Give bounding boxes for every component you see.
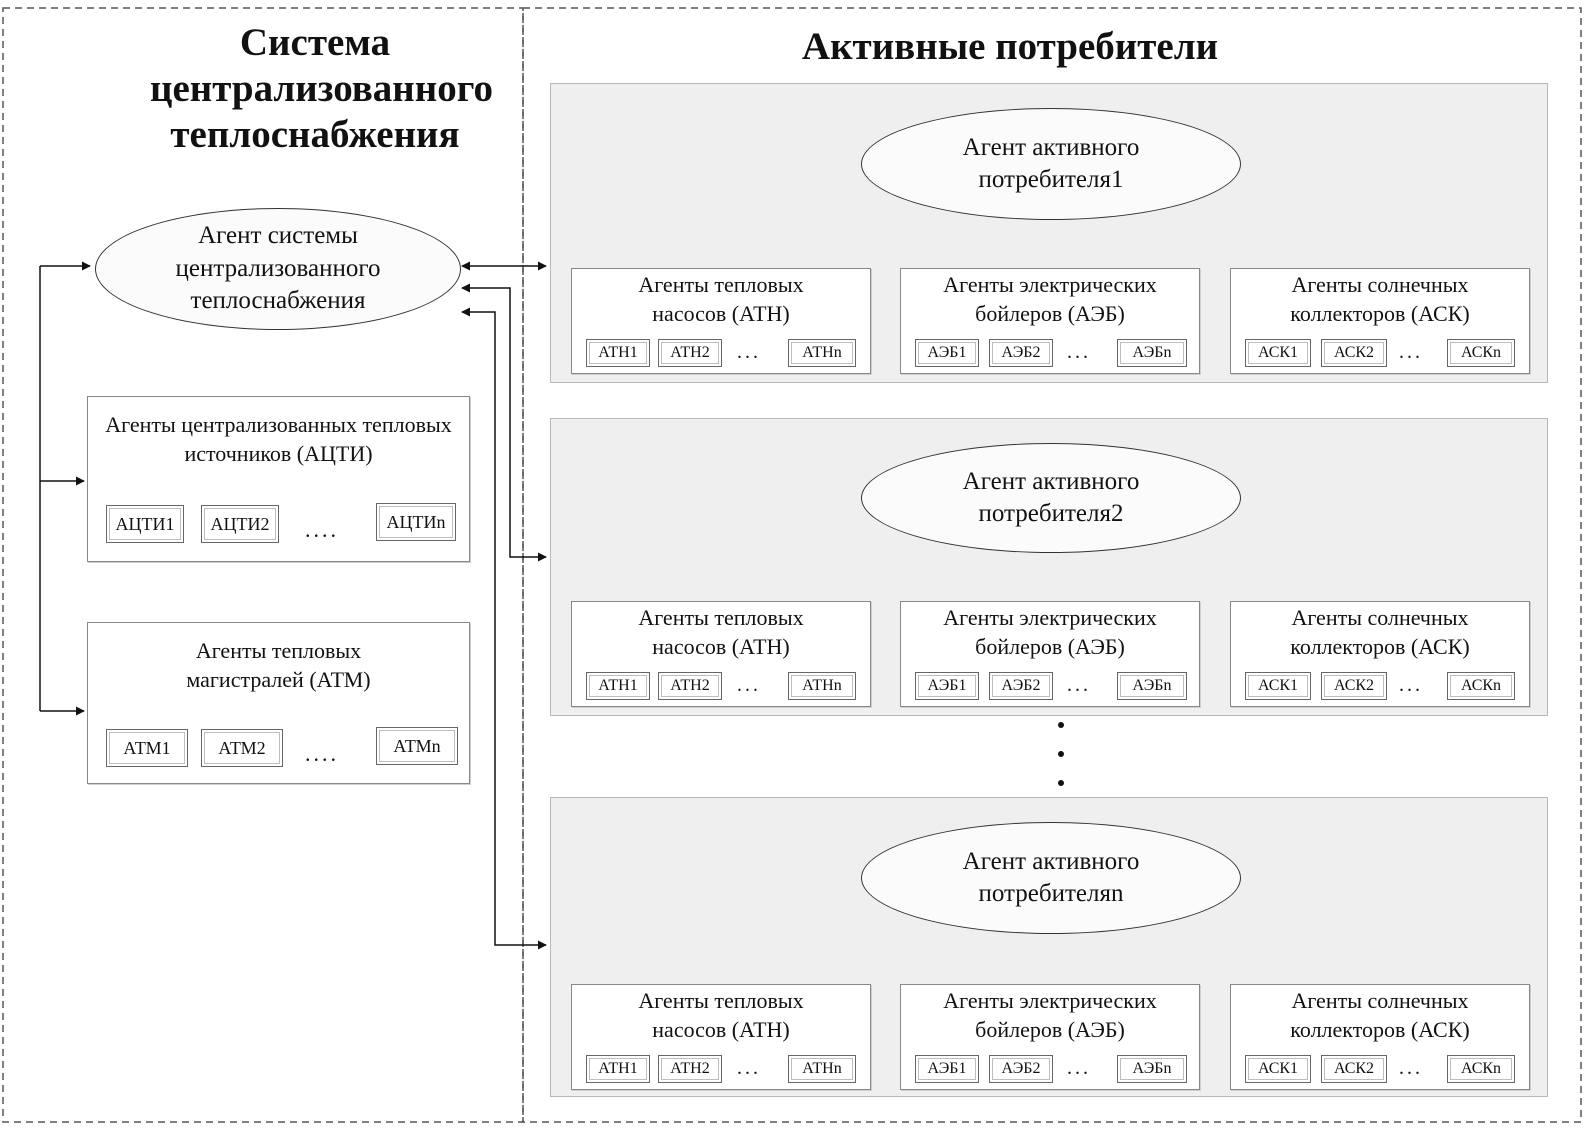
consumer-agent-n: Агент активного потребителяn (861, 822, 1241, 934)
consumer-2-aeb-item-2: АЭБ2 (989, 672, 1053, 700)
consumer-1-atn-title: Агенты тепловых насосов (АТН) (638, 272, 804, 326)
acti-item-1: АЦТИ1 (106, 505, 184, 543)
consumer-agent-2: Агент активного потребителя2 (861, 443, 1241, 553)
consumer-1-ask-item-2: АСК2 (1321, 339, 1387, 367)
consumer-1-ask-title: Агенты солнечных коллекторов (АСК) (1290, 272, 1470, 326)
consumer-n-ask-item-n: АСКn (1447, 1055, 1515, 1083)
consumer-n-aeb-item-n: АЭБn (1117, 1055, 1187, 1083)
acti-group-title: Агенты централизованных тепловых источни… (105, 412, 452, 466)
consumer-2-atn-ellipsis: ... (737, 674, 761, 696)
consumer-n-ask-ellipsis: ... (1399, 1057, 1423, 1079)
consumer-1-aeb-item-1: АЭБ1 (915, 339, 979, 367)
consumer-agent-2-label: Агент активного потребителя2 (962, 467, 1140, 528)
atm-ellipsis: .... (305, 741, 339, 766)
vertical-ellipsis-dot-3 (1058, 780, 1064, 786)
acti-item-2: АЦТИ2 (201, 505, 279, 543)
consumer-n-ask-title: Агенты солнечных коллекторов (АСК) (1290, 988, 1470, 1042)
consumer-panel-1: Агент активного потребителя1 Агенты тепл… (550, 83, 1548, 383)
consumer-2-aeb-group: Агенты электрических бойлеров (АЭБ) АЭБ1… (900, 601, 1200, 707)
consumer-1-ask-ellipsis: ... (1399, 341, 1423, 363)
acti-ellipsis: .... (305, 517, 339, 542)
consumer-2-atn-item-2: АТН2 (658, 672, 722, 700)
atm-item-n: АТМn (376, 727, 458, 765)
central-heating-agent-label: Агент системы централизованного теплосна… (175, 222, 381, 315)
consumer-1-atn-ellipsis: ... (737, 341, 761, 363)
consumer-n-atn-title: Агенты тепловых насосов (АТН) (638, 988, 804, 1042)
consumer-1-atn-item-1: АТН1 (586, 339, 650, 367)
right-section-title: Активные потребители (801, 25, 1219, 68)
left-section-frame (2, 7, 524, 1123)
atm-item-2: АТМ2 (201, 729, 283, 767)
consumer-1-ask-group: Агенты солнечных коллекторов (АСК) АСК1 … (1230, 268, 1530, 374)
consumer-n-atn-group: Агенты тепловых насосов (АТН) АТН1 АТН2 … (571, 984, 871, 1090)
vertical-ellipsis-dot-1 (1058, 722, 1064, 728)
consumer-2-ask-item-n: АСКn (1447, 672, 1515, 700)
central-heating-agent: Агент системы централизованного теплосна… (95, 208, 461, 330)
consumer-1-atn-item-n: АТНn (788, 339, 856, 367)
consumer-1-aeb-ellipsis: ... (1067, 341, 1091, 363)
consumer-panel-n: Агент активного потребителяn Агенты тепл… (550, 797, 1548, 1097)
acti-group: Агенты централизованных тепловых источни… (87, 396, 470, 562)
atm-item-1: АТМ1 (106, 729, 188, 767)
consumer-n-aeb-group: Агенты электрических бойлеров (АЭБ) АЭБ1… (900, 984, 1200, 1090)
consumer-2-aeb-item-1: АЭБ1 (915, 672, 979, 700)
consumer-2-aeb-item-n: АЭБn (1117, 672, 1187, 700)
consumer-agent-1: Агент активного потребителя1 (861, 108, 1241, 220)
consumer-n-atn-item-2: АТН2 (658, 1055, 722, 1083)
consumer-1-atn-item-2: АТН2 (658, 339, 722, 367)
consumer-2-ask-ellipsis: ... (1399, 674, 1423, 696)
central-to-consumer-2-arrow (461, 283, 547, 562)
consumer-n-aeb-ellipsis: ... (1067, 1057, 1091, 1079)
consumer-panel-2: Агент активного потребителя2 Агенты тепл… (550, 418, 1548, 716)
consumer-n-atn-item-1: АТН1 (586, 1055, 650, 1083)
consumer-2-aeb-title: Агенты электрических бойлеров (АЭБ) (943, 605, 1157, 659)
consumer-2-atn-group: Агенты тепловых насосов (АТН) АТН1 АТН2 … (571, 601, 871, 707)
consumer-1-atn-group: Агенты тепловых насосов (АТН) АТН1 АТН2 … (571, 268, 871, 374)
consumer-n-aeb-item-2: АЭБ2 (989, 1055, 1053, 1083)
consumer-2-aeb-ellipsis: ... (1067, 674, 1091, 696)
consumer-2-ask-title: Агенты солнечных коллекторов (АСК) (1290, 605, 1470, 659)
consumer-n-atn-item-n: АТНn (788, 1055, 856, 1083)
consumer-2-ask-group: Агенты солнечных коллекторов (АСК) АСК1 … (1230, 601, 1530, 707)
consumer-n-aeb-item-1: АЭБ1 (915, 1055, 979, 1083)
consumer-n-ask-item-2: АСК2 (1321, 1055, 1387, 1083)
consumer-2-ask-item-2: АСК2 (1321, 672, 1387, 700)
left-section-title: Система централизованного теплоснабжения (150, 21, 493, 157)
consumer-n-ask-group: Агенты солнечных коллекторов (АСК) АСК1 … (1230, 984, 1530, 1090)
consumer-n-ask-item-1: АСК1 (1245, 1055, 1311, 1083)
consumer-agent-1-label: Агент активного потребителя1 (962, 133, 1140, 194)
consumer-agent-n-label: Агент активного потребителяn (962, 847, 1140, 908)
consumer-1-ask-item-n: АСКn (1447, 339, 1515, 367)
consumer-2-atn-item-1: АТН1 (586, 672, 650, 700)
consumer-1-aeb-group: Агенты электрических бойлеров (АЭБ) АЭБ1… (900, 268, 1200, 374)
consumer-1-ask-item-1: АСК1 (1245, 339, 1311, 367)
consumer-2-atn-title: Агенты тепловых насосов (АТН) (638, 605, 804, 659)
acti-item-n: АЦТИn (376, 503, 456, 541)
consumer-2-atn-item-n: АТНn (788, 672, 856, 700)
vertical-ellipsis-dot-2 (1058, 751, 1064, 757)
consumer-n-atn-ellipsis: ... (737, 1057, 761, 1079)
consumer-2-ask-item-1: АСК1 (1245, 672, 1311, 700)
consumer-n-aeb-title: Агенты электрических бойлеров (АЭБ) (943, 988, 1157, 1042)
central-to-consumer-n-arrow (461, 307, 547, 950)
consumer-1-aeb-item-2: АЭБ2 (989, 339, 1053, 367)
atm-group: Агенты тепловых магистралей (АТМ) АТМ1 А… (87, 622, 470, 784)
atm-group-title: Агенты тепловых магистралей (АТМ) (186, 638, 371, 692)
consumer-1-aeb-title: Агенты электрических бойлеров (АЭБ) (943, 272, 1157, 326)
consumer-1-aeb-item-n: АЭБn (1117, 339, 1187, 367)
